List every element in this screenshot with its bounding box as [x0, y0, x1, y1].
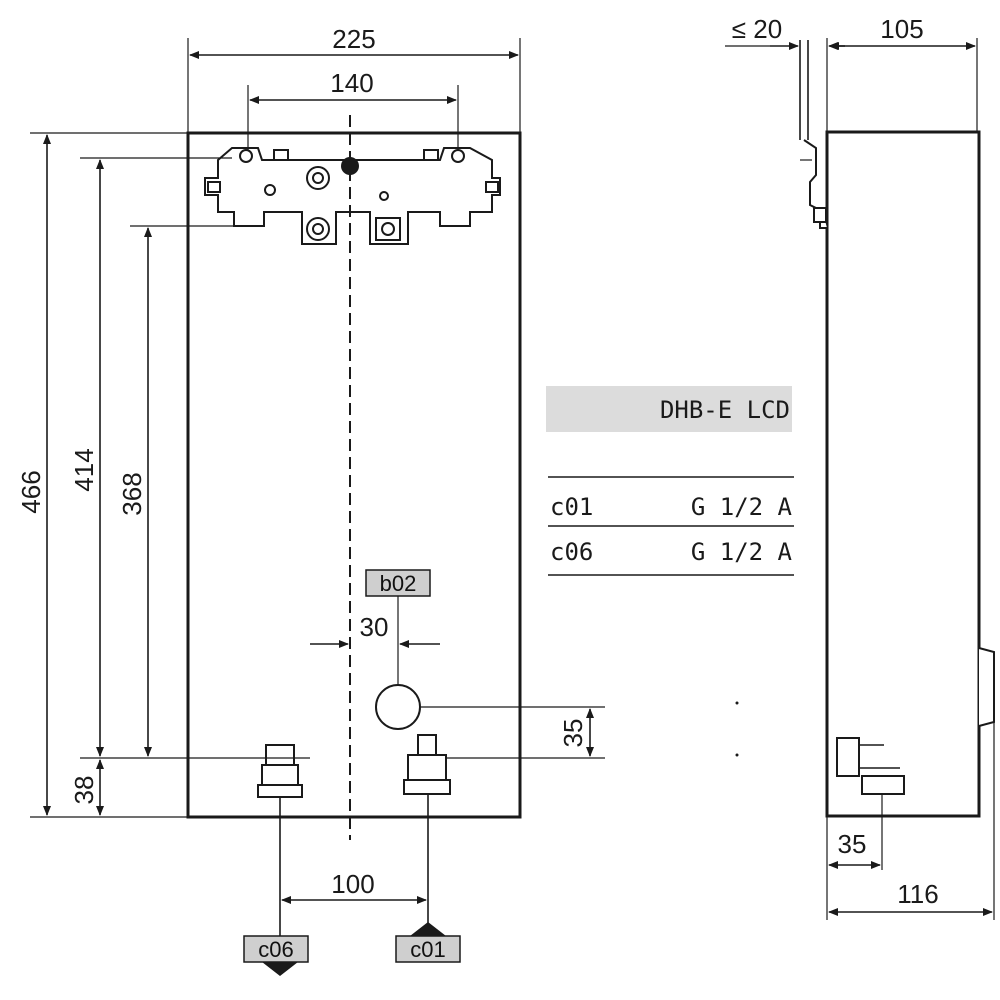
tag-c01: c01: [395, 922, 461, 963]
dimension-label-38: 38: [69, 776, 99, 805]
tag-c06: c06: [243, 935, 309, 976]
connection-c01-fitting: [403, 734, 451, 925]
dimension-label-105: 105: [880, 14, 923, 44]
dimension-b02-35: 35: [420, 706, 605, 759]
dimension-height-38: 38: [69, 759, 104, 816]
appliance-housing-front: [186, 131, 522, 819]
dimension-height-466: 466: [16, 134, 51, 816]
spec-row-code: c06: [550, 538, 593, 566]
spec-row: c01 G 1/2 A: [550, 493, 793, 521]
dimension-label-35-side: 35: [838, 829, 867, 859]
mounting-bracket: [204, 147, 501, 245]
spec-table-header: [546, 386, 792, 432]
dimension-bracket-140: 140: [247, 68, 459, 150]
front-view: 225 140 466 414 368: [16, 24, 605, 976]
dimension-label-100: 100: [331, 869, 374, 899]
display-bump: [978, 647, 995, 727]
tag-label-b02: b02: [380, 571, 417, 596]
spec-row-thread: G 1/2 A: [691, 493, 793, 521]
side-view: ≤ 20 105 35 116: [725, 14, 995, 920]
dimension-depth-116: 116: [828, 722, 995, 920]
dimension-width-225: 225: [187, 24, 521, 133]
dimension-label-116: 116: [897, 879, 938, 909]
tag-label-c01: c01: [410, 937, 445, 962]
dimension-side-35: 35: [826, 794, 883, 920]
connection-c06-fitting: [257, 744, 303, 940]
appliance-housing-side: [825, 130, 981, 818]
tag-label-c06: c06: [258, 937, 293, 962]
dimension-spacing-100: 100: [281, 869, 427, 904]
dimension-label-466: 466: [16, 470, 46, 513]
dimension-label-414: 414: [69, 448, 99, 491]
dimension-label-140: 140: [330, 68, 373, 98]
dimension-label-gap: ≤ 20: [732, 14, 782, 44]
spec-table: DHB-E LCD c01 G 1/2 A c06 G 1/2 A: [546, 386, 794, 576]
dimension-offset-30: 30: [310, 612, 440, 648]
dimension-depth-105: 105: [828, 14, 978, 132]
tag-b02: b02: [365, 569, 431, 685]
spec-row-code: c01: [550, 493, 593, 521]
dimension-label-225: 225: [332, 24, 375, 54]
spec-table-model: DHB-E LCD: [660, 396, 790, 424]
side-connection-fitting: [836, 737, 905, 795]
dimension-height-414: 414: [69, 159, 104, 757]
dimension-label-35-front: 35: [558, 719, 588, 748]
b02-opening: [375, 684, 421, 730]
spec-row: c06 G 1/2 A: [550, 538, 793, 566]
dimension-gap-20: ≤ 20: [725, 14, 845, 132]
spec-row-thread: G 1/2 A: [691, 538, 793, 566]
dimension-label-368: 368: [117, 472, 147, 515]
dimension-label-30: 30: [360, 612, 389, 642]
dimension-height-368: 368: [117, 227, 152, 757]
wall-mount-profile: [799, 40, 827, 229]
